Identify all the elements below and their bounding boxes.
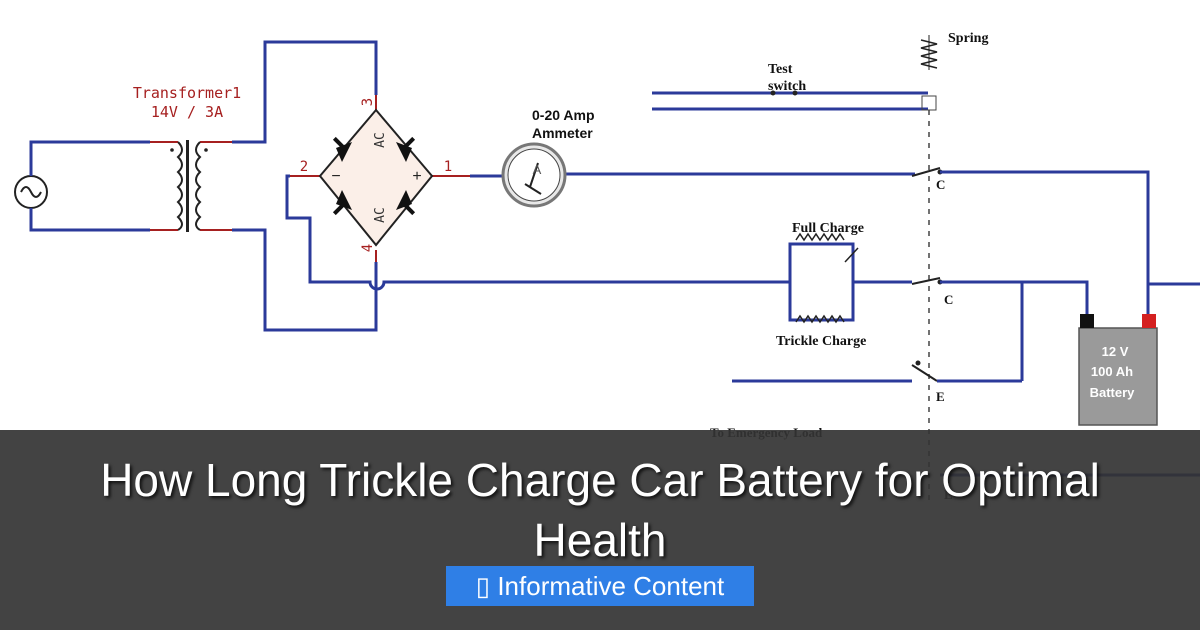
- charge-branch: Full Charge Trickle Charge: [776, 221, 866, 349]
- ammeter-label-line1: 0-20 Amp: [532, 107, 595, 123]
- battery-label: Battery: [1090, 385, 1136, 400]
- battery: 12 V 100 Ah Battery: [1078, 284, 1158, 426]
- spring-label: Spring: [948, 31, 988, 46]
- battery-voltage: 12 V: [1102, 344, 1129, 359]
- full-charge-label: Full Charge: [792, 221, 864, 236]
- bridge-pin-3: 3: [360, 98, 376, 106]
- test-switch: Test switch: [652, 62, 928, 111]
- content-badge[interactable]: ▯ Informative Content: [446, 566, 754, 606]
- badge-text: Informative Content: [497, 571, 725, 601]
- bridge-pin-2: 2: [300, 159, 308, 175]
- bridge-pin-1: 1: [444, 159, 452, 175]
- bridge-minus-label: −: [331, 168, 340, 185]
- ac-source: [14, 140, 150, 232]
- contact-c-lower: C: [944, 292, 953, 307]
- bridge-ac-top-label: AC: [373, 132, 388, 148]
- transformer-rating: 14V / 3A: [151, 103, 223, 121]
- info-icon: ▯: [475, 571, 491, 601]
- ammeter-label-line2: Ammeter: [532, 125, 593, 141]
- battery-capacity: 100 Ah: [1091, 364, 1133, 379]
- transformer: Transformer1 14V / 3A: [133, 84, 241, 232]
- ammeter-symbol: A: [533, 162, 542, 177]
- trickle-charge-label: Trickle Charge: [776, 334, 866, 349]
- bridge-rectifier: AC AC − + 1 2 3 4: [290, 95, 470, 262]
- contact-e-upper: E: [936, 389, 945, 404]
- relay-link: Spring: [920, 31, 988, 500]
- page-title: How Long Trickle Charge Car Battery for …: [100, 454, 1100, 566]
- test-switch-label-line1: Test: [768, 62, 793, 77]
- bridge-plus-label: +: [412, 168, 421, 185]
- bridge-ac-bottom-label: AC: [373, 207, 388, 223]
- ammeter: A 0-20 Amp Ammeter: [470, 107, 915, 208]
- test-switch-label-line2: switch: [768, 79, 806, 94]
- contact-c-upper: C: [936, 177, 945, 192]
- negative-rail: [285, 174, 785, 291]
- bridge-pin-4: 4: [360, 244, 376, 252]
- relay-contacts: C C E: [732, 167, 1200, 404]
- transformer-label: Transformer1: [133, 84, 241, 102]
- secondary-wiring: [232, 40, 378, 332]
